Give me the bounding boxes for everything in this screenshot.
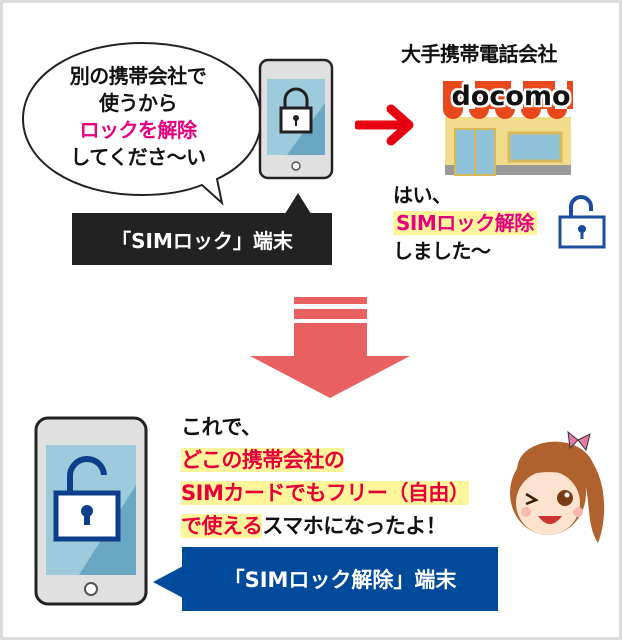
result-line: これで、 <box>181 415 262 439</box>
speech-text: 別の携帯会社で 使うから ロックを解除 してくださ〜い <box>23 63 253 171</box>
speech-line-highlight: ロックを解除 <box>79 118 198 142</box>
girl-character-icon <box>510 430 605 543</box>
result-highlight: SIMカードでもフリー（自由） <box>181 481 470 505</box>
speech-line: 使うから <box>99 91 178 115</box>
result-text: これで、 どこの携帯会社の SIMカードでもフリー（自由） で使えるスマホになっ… <box>181 411 470 543</box>
label-pointer <box>283 193 313 217</box>
speech-bubble <box>21 41 263 206</box>
store-brand: docomo <box>451 81 571 112</box>
right-arrow-icon <box>355 104 414 146</box>
label-pointer <box>153 565 185 599</box>
store-icon <box>443 81 573 176</box>
carrier-title: 大手携帯電話会社 <box>401 42 558 66</box>
unlocked-device-label: 「SIMロック解除」端末 <box>182 547 498 611</box>
locked-device-label: 「SIMロック」端末 <box>72 213 332 265</box>
result-line: スマホになったよ！ <box>262 514 447 538</box>
result-highlight: で使える <box>181 514 263 538</box>
reply-highlight: SIMロック解除 <box>393 211 537 235</box>
speech-line: してくださ〜い <box>70 145 206 169</box>
unlocked-phone-icon <box>34 416 148 606</box>
reply-line: しました〜 <box>393 239 491 263</box>
reply-text: はい、 SIMロック解除 しました〜 <box>393 181 537 265</box>
reply-line: はい、 <box>393 183 452 207</box>
unlocked-lock-icon <box>558 195 606 249</box>
result-highlight: どこの携帯会社の <box>181 448 345 472</box>
speech-line: 別の携帯会社で <box>69 64 207 88</box>
down-arrow-icon <box>250 297 410 398</box>
locked-phone-icon <box>258 58 334 180</box>
